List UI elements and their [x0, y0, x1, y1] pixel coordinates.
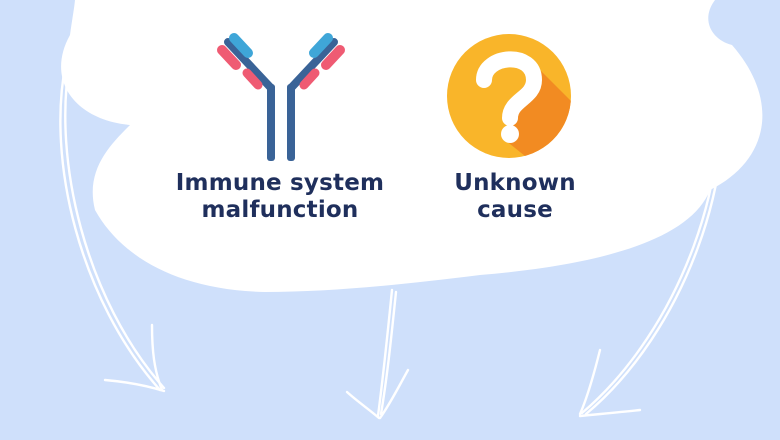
cause-label-line: Immune system — [175, 170, 385, 196]
cause-label-line: Unknown — [454, 170, 576, 196]
cause-label-line: malfunction — [201, 197, 359, 223]
arrow-center — [345, 288, 410, 420]
arrow-left — [59, 58, 166, 393]
antibody-icon — [217, 33, 345, 161]
cloud-shape — [61, 0, 763, 292]
question-mark-icon — [447, 34, 571, 158]
cause-label-unknown: Unknown cause — [430, 170, 600, 224]
cause-label-immune-system: Immune system malfunction — [170, 170, 390, 224]
cause-label-line: cause — [477, 197, 553, 223]
arrow-right — [578, 53, 725, 418]
